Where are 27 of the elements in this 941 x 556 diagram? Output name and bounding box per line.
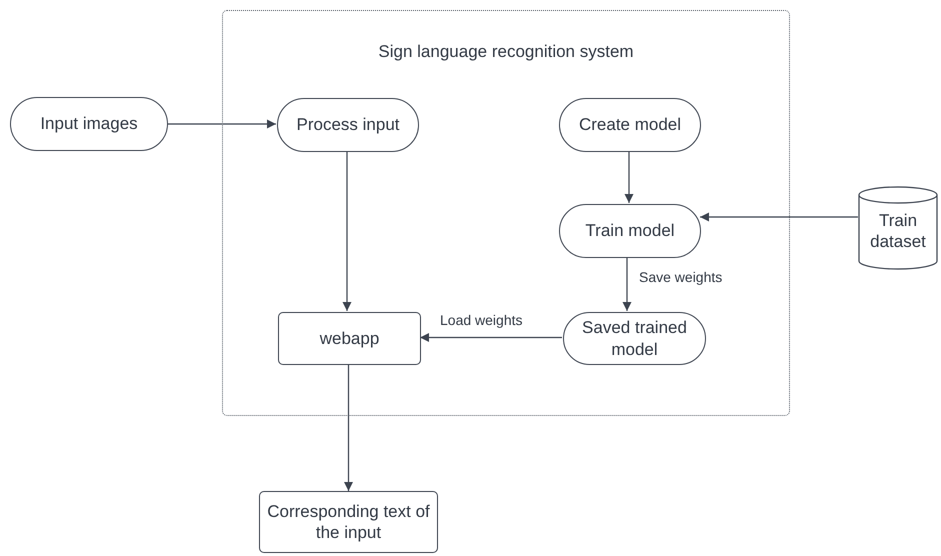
process-box xyxy=(278,312,421,365)
node-label: Corresponding text of the input xyxy=(266,500,431,544)
node-label: webapp xyxy=(320,328,380,350)
output-box xyxy=(259,491,438,553)
process-node xyxy=(277,98,419,152)
process-node xyxy=(563,312,706,365)
arrow xyxy=(344,364,353,491)
arrow xyxy=(168,120,276,128)
edge-label: Save weights xyxy=(637,269,724,285)
node-label: Train dataset xyxy=(869,210,927,252)
arrow xyxy=(420,333,562,342)
arrow xyxy=(624,151,634,203)
node-label: Input images xyxy=(40,113,138,135)
database-cylinder xyxy=(858,186,938,270)
arrow xyxy=(700,212,858,222)
node-label: Create model xyxy=(578,114,682,136)
arrow xyxy=(622,257,632,311)
terminal-node xyxy=(10,97,168,151)
process-node xyxy=(559,204,701,258)
process-node xyxy=(559,98,701,152)
edge-label: Load weights xyxy=(438,312,525,328)
node-label: Saved trained model xyxy=(581,317,688,360)
node-label: Process input xyxy=(296,114,400,136)
node-label: Train model xyxy=(585,220,675,242)
arrow xyxy=(342,151,352,311)
group-title: Sign language recognition system xyxy=(378,41,634,62)
system-boundary xyxy=(222,10,790,416)
